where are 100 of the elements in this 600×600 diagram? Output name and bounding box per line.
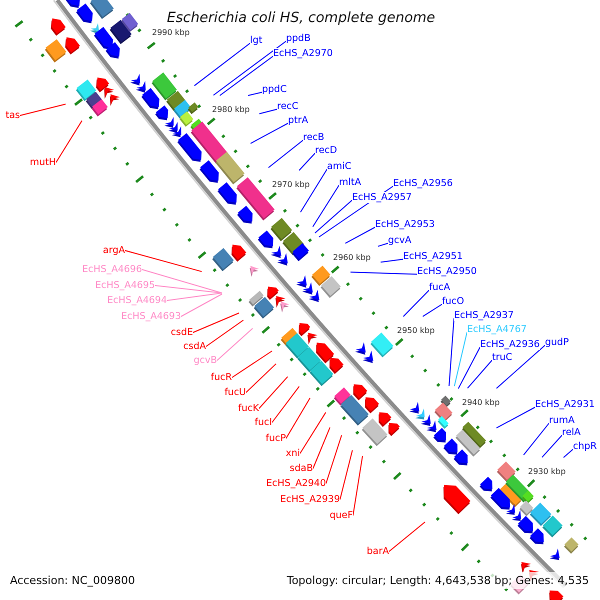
gene-label: EcHS_A2950 bbox=[417, 266, 477, 277]
leader-line bbox=[194, 42, 250, 86]
leader-line bbox=[298, 152, 316, 171]
gene-label: mltA bbox=[339, 177, 362, 188]
leader-line bbox=[206, 320, 244, 347]
gene-label: chpR bbox=[573, 441, 597, 452]
gene-label: relA bbox=[562, 427, 581, 438]
gene-label: gcvB bbox=[194, 355, 217, 366]
gene-label: EcHS_A2956 bbox=[393, 178, 453, 189]
gene-label: tas bbox=[6, 110, 20, 121]
gene-label: EcHS_A4767 bbox=[467, 324, 527, 335]
leader-line bbox=[314, 200, 352, 234]
leader-line bbox=[377, 242, 388, 247]
gene-label: mutH bbox=[30, 157, 56, 168]
leader-line bbox=[216, 328, 254, 361]
scale-label: 2960 kbp bbox=[333, 253, 371, 262]
gene-label: queF bbox=[330, 510, 353, 521]
gene-label: EcHS_A2936 bbox=[480, 339, 540, 350]
gene-label: amiC bbox=[327, 161, 352, 172]
leader-line bbox=[192, 312, 240, 333]
scale-label: 2940 kbp bbox=[462, 398, 500, 407]
gene-label: EcHS_A2940 bbox=[266, 478, 326, 489]
gene-label: EcHS_A2939 bbox=[280, 494, 340, 505]
leader-line bbox=[56, 120, 82, 163]
leader-line bbox=[542, 434, 562, 458]
leader-line bbox=[344, 226, 376, 244]
leader-line bbox=[272, 386, 300, 423]
leader-line bbox=[523, 422, 550, 456]
gene-label: fucO bbox=[442, 296, 464, 307]
gene-label: fucR bbox=[210, 372, 232, 383]
leader-line bbox=[246, 363, 277, 393]
gene-label: ppdC bbox=[262, 84, 287, 95]
leader-line bbox=[248, 92, 262, 96]
leader-line bbox=[563, 448, 574, 458]
gene-label: gcvA bbox=[388, 235, 412, 246]
gene-label: EcHS_A2951 bbox=[403, 251, 463, 262]
leader-line bbox=[380, 258, 404, 263]
gene-label: EcHS_A2937 bbox=[454, 310, 514, 321]
leader-line bbox=[250, 122, 288, 144]
gene-label: csdE bbox=[170, 327, 193, 338]
gene-label: recD bbox=[315, 145, 338, 156]
gene-label: gudP bbox=[545, 337, 569, 348]
gene-label: EcHS_A2953 bbox=[375, 219, 435, 230]
gene-label: EcHS_A2931 bbox=[535, 399, 595, 410]
diagram-title: Escherichia coli HS, complete genome bbox=[166, 10, 436, 26]
gene-label: EcHS_A2957 bbox=[352, 192, 412, 203]
leader-line bbox=[20, 104, 66, 116]
gene-label: barA bbox=[366, 546, 389, 557]
gene-label: recB bbox=[303, 132, 324, 143]
leader-line bbox=[454, 332, 468, 387]
gene-label: ptrA bbox=[288, 115, 308, 126]
gene-label: xni bbox=[286, 448, 300, 459]
scale-label: 2990 kbp bbox=[152, 28, 190, 37]
gene-label: recC bbox=[277, 101, 298, 112]
leader-line bbox=[326, 434, 342, 484]
gene-label: EcHS_A2970 bbox=[273, 48, 333, 59]
leader-line bbox=[180, 294, 222, 317]
leader-line bbox=[124, 250, 202, 272]
gene-label: csdA bbox=[183, 341, 206, 352]
gene-label: sdaB bbox=[290, 463, 313, 474]
gene-label: EcHS_A4693 bbox=[121, 311, 181, 322]
leader-line bbox=[458, 346, 480, 390]
gene-label: truC bbox=[492, 352, 512, 363]
leader-line bbox=[350, 272, 418, 275]
gene-label: fucU bbox=[224, 387, 246, 398]
leader-line bbox=[340, 450, 353, 500]
gene-label: rumA bbox=[549, 415, 575, 426]
gene-label: fucK bbox=[238, 403, 259, 414]
gene-label: fucA bbox=[429, 282, 450, 293]
leader-line bbox=[300, 412, 326, 454]
gene-label: fucP bbox=[266, 433, 286, 444]
leader-line bbox=[154, 285, 222, 294]
leader-line bbox=[312, 184, 340, 228]
leader-line bbox=[268, 140, 304, 168]
leader-line bbox=[258, 376, 288, 409]
leader-line bbox=[219, 56, 274, 96]
leader-line bbox=[212, 40, 286, 96]
leader-line bbox=[166, 292, 222, 301]
gene-label: fucI bbox=[254, 417, 272, 428]
leader-line bbox=[232, 350, 272, 378]
leader-line bbox=[142, 269, 222, 294]
gene-label: ppdB bbox=[286, 33, 311, 44]
gene-label: lgt bbox=[250, 35, 262, 46]
leader-line bbox=[402, 290, 430, 317]
leader-line bbox=[422, 304, 442, 317]
leader-line bbox=[467, 360, 492, 389]
gene-label: EcHS_A4695 bbox=[95, 280, 155, 291]
scale-label: 2980 kbp bbox=[212, 105, 250, 114]
leader-line bbox=[388, 522, 426, 552]
scale-label: 2970 kbp bbox=[272, 180, 310, 189]
gene-label: argA bbox=[102, 245, 125, 256]
scale-label: 2950 kbp bbox=[397, 326, 435, 335]
gene-label: EcHS_A4694 bbox=[107, 295, 167, 306]
gene-label: EcHS_A4696 bbox=[82, 264, 142, 275]
leader-line bbox=[312, 426, 330, 469]
scale-label: 2930 kbp bbox=[528, 467, 566, 476]
leader-line bbox=[300, 168, 328, 213]
leader-line bbox=[286, 398, 310, 439]
leader-line bbox=[448, 318, 454, 386]
leader-line bbox=[496, 344, 546, 389]
